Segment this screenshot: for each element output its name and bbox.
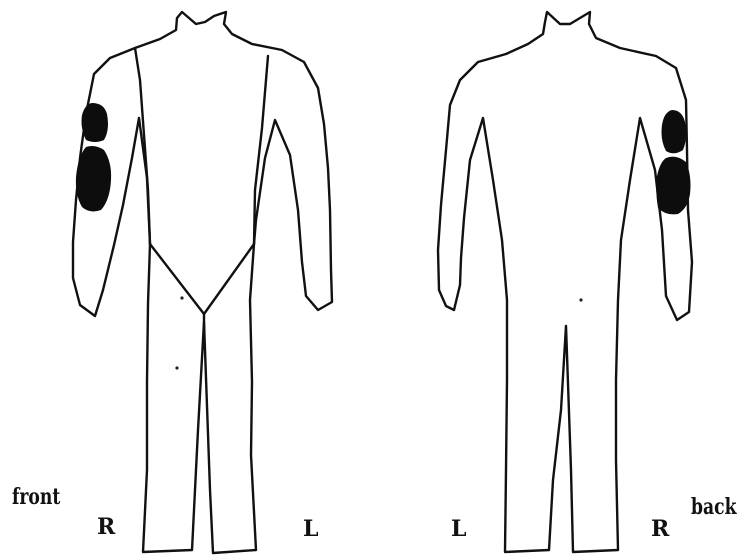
front-view-label: front (12, 486, 60, 508)
front-speck (180, 296, 183, 299)
back-left-side-label: L (451, 518, 466, 540)
front-right-side-label: R (97, 516, 115, 538)
back-right-side-label: R (651, 518, 669, 540)
front-marked-area-lower (76, 146, 111, 211)
front-marked-area-upper (82, 103, 109, 142)
back-view-label: back (691, 496, 736, 518)
front-body-outline (73, 12, 332, 553)
back-speck (579, 298, 582, 301)
back-marked-area-lower (656, 157, 690, 215)
front-left-side-label: L (303, 518, 318, 540)
front-groin-line (150, 244, 254, 314)
front-body-figure (73, 12, 332, 553)
back-body-figure (438, 12, 692, 552)
back-marked-area-upper (662, 110, 687, 153)
front-speck-2 (175, 366, 178, 369)
back-body-outline (438, 12, 692, 552)
